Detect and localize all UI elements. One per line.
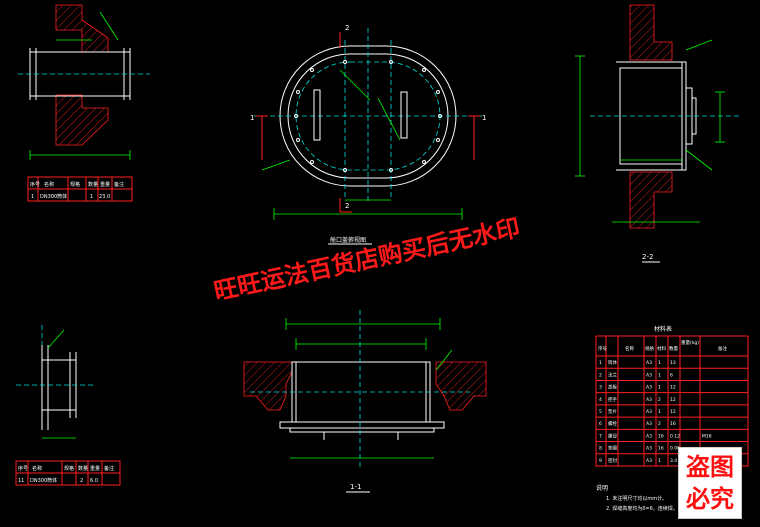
table-cell: A3 (646, 372, 652, 378)
table-a-header-1: 序号 (30, 181, 40, 188)
watermark-text: 旺旺运法百货店购买后无水印 (211, 214, 522, 306)
table-cell: A3 (646, 397, 652, 403)
notes-block: 说明 1. 未注明尺寸均以mm计。 2. 焊缝高度均为δ=6，连续焊。 (596, 484, 678, 512)
parts-table-a: 序号 名称 规格 数量 重量 备注 1 DN300筒体 1 23.0 (27, 176, 133, 202)
table-cell: 盖板 (608, 384, 617, 391)
table-a-cell-5: 23.0 (99, 194, 110, 200)
middle-left-detail (16, 325, 96, 439)
table-cell: 垫片 (608, 408, 617, 415)
top-left-section-view (18, 4, 150, 160)
materials-table-title: 材料表 (654, 325, 672, 333)
table-cell: 12 (670, 409, 676, 415)
table-cell: 2 (599, 372, 602, 378)
table-cell: 2 (658, 421, 661, 427)
table-cell: A3 (646, 458, 652, 464)
mt-header-1: 序号 (598, 345, 607, 352)
table-cell: 螺栓 (608, 420, 617, 427)
notes-heading: 说明 (596, 484, 608, 492)
mt-header-2: 名称 (625, 345, 634, 352)
table-cell: M16 (702, 433, 712, 439)
section-2-2-title: 2-2 (642, 253, 653, 261)
mt-header-7: 备注 (718, 345, 727, 352)
table-b-header-5: 重量 (90, 465, 100, 472)
table-cell: 1 (658, 385, 661, 391)
table-cell: 16 (658, 433, 664, 439)
table-cell: 0.06 (670, 446, 680, 452)
notes-line-2: 2. 焊缝高度均为δ=6，连续焊。 (606, 505, 678, 512)
table-a-header-6: 备注 (114, 181, 124, 188)
table-cell: A3 (646, 433, 652, 439)
table-cell: 5 (599, 409, 602, 415)
table-cell: 1 (658, 360, 661, 366)
table-cell: A3 (646, 385, 652, 391)
section-2-2-view: 2-2 (575, 4, 740, 263)
table-a-header-4: 数量 (88, 181, 98, 188)
parts-table-b: 序号 名称 规格 数量 重量 备注 11 DN300筒体 2 6.0 (15, 460, 121, 486)
table-cell: 螺母 (608, 432, 617, 439)
table-cell: 6 (670, 372, 673, 378)
table-a-cell-4: 1 (90, 194, 93, 200)
table-cell: 0.12 (670, 433, 680, 439)
table-cell: 垫圈 (608, 445, 617, 452)
mt-header-5: 数量 (669, 345, 678, 352)
table-a-cell-1: 1 (31, 194, 34, 200)
table-cell: A3 (646, 421, 652, 427)
mt-header-3: 规格 (645, 345, 654, 352)
stamp-line-1: 盗图 (686, 453, 734, 481)
table-cell: 4 (599, 397, 602, 403)
plan-view-title: 舱口盖俯视图 (330, 236, 366, 244)
table-cell: 1 (658, 458, 661, 464)
mt-header-6: 重量(kg) (681, 339, 699, 346)
table-cell: 筒体 (608, 359, 617, 366)
plan-view: 2 1 1 2 舱口盖俯视图 (250, 24, 486, 245)
notes-line-1: 1. 未注明尺寸均以mm计。 (606, 495, 667, 502)
table-cell: 2 (658, 397, 661, 403)
table-a-cell-2: DN300筒体 (40, 193, 67, 200)
table-cell: 8 (599, 446, 602, 452)
table-cell: A3 (646, 360, 652, 366)
section-marker-right: 1 (482, 114, 486, 122)
table-cell: 7 (599, 433, 602, 439)
table-cell: 6 (599, 421, 602, 427)
table-b-header-6: 备注 (104, 465, 114, 472)
section-marker-left: 1 (250, 114, 254, 122)
table-cell: 1 (658, 372, 661, 378)
table-b-cell-4: 2 (80, 478, 83, 484)
table-b-header-4: 数量 (78, 465, 88, 472)
table-cell: 1 (658, 409, 661, 415)
table-a-header-5: 重量 (100, 181, 110, 188)
table-b-cell-1: 11 (18, 478, 24, 484)
bolt-holes (294, 60, 442, 172)
section-1-1-view: 1-1 (243, 310, 487, 493)
table-a-header-2: 名称 (44, 181, 54, 188)
table-cell: 3.4 (670, 458, 677, 464)
table-b-cell-2: DN300筒体 (30, 477, 57, 484)
table-cell: 法兰 (608, 371, 617, 378)
table-cell: 13 (670, 360, 676, 366)
table-a-header-3: 规格 (70, 181, 80, 188)
watermark-stamp: 盗图 必究 (678, 447, 742, 519)
table-b-header-2: 名称 (32, 465, 42, 472)
table-cell: 12 (670, 385, 676, 391)
section-marker-top: 2 (345, 24, 349, 32)
table-cell: A3 (646, 446, 652, 452)
table-cell: 把手 (608, 396, 617, 403)
table-cell: 3 (599, 385, 602, 391)
table-cell: A3 (646, 409, 652, 415)
table-cell: 1 (599, 360, 602, 366)
mt-header-4: 材料 (657, 345, 666, 352)
table-b-header-1: 序号 (18, 465, 28, 472)
table-b-cell-5: 6.0 (90, 478, 98, 484)
table-cell: 9 (599, 458, 602, 464)
table-cell: 16 (670, 421, 676, 427)
table-cell: 密封 (608, 457, 617, 464)
section-marker-bottom: 2 (345, 202, 349, 210)
table-cell: 12 (670, 397, 676, 403)
table-cell: 16 (658, 446, 664, 452)
section-1-1-title: 1-1 (350, 483, 361, 491)
stamp-line-2: 必究 (686, 485, 734, 513)
table-b-header-3: 规格 (64, 465, 74, 472)
